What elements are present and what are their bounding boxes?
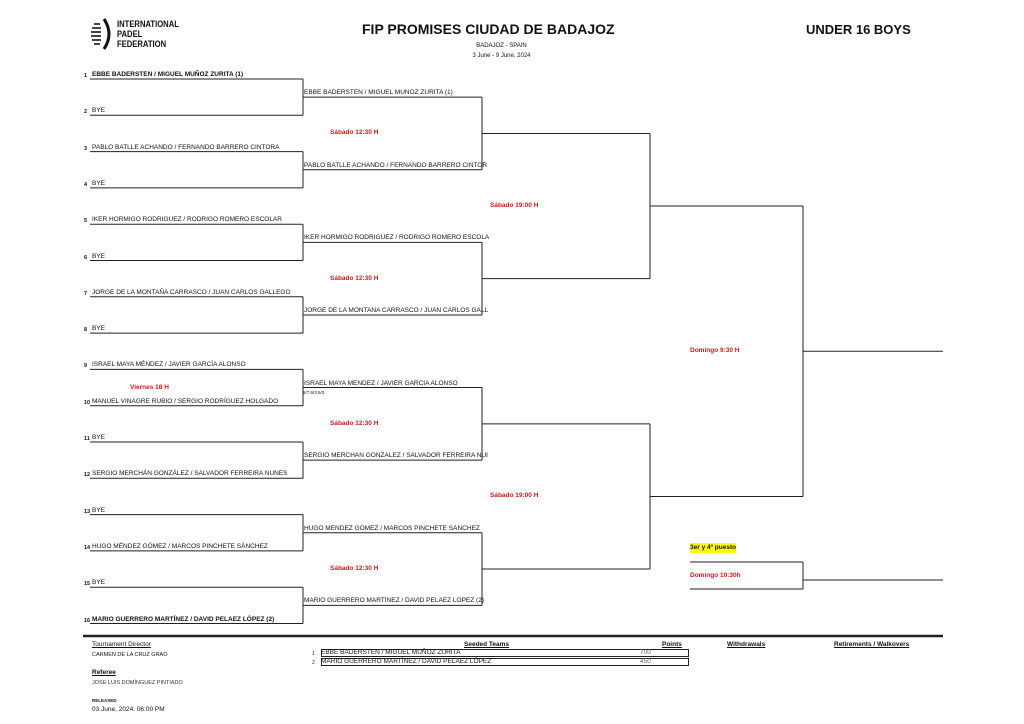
seeded-team: MARIO GUERRERO MARTÍNEZ / DAVID PELAEZ L… xyxy=(321,658,492,665)
round1-team: EBBE BADERSTEN / MIGUEL MUÑOZ ZURITA (1) xyxy=(92,71,244,78)
seed-number: 2 xyxy=(84,109,88,116)
seeded-points: 450 xyxy=(640,658,651,665)
seeded-row xyxy=(321,658,689,666)
round1-team: JORGE DE LA MONTAÑA CARRASCO / JUAN CARL… xyxy=(92,288,291,296)
round1-team: BYE xyxy=(92,434,106,441)
seed-number: 1 xyxy=(84,73,88,79)
seed-number: 11 xyxy=(84,436,90,442)
round1-team: PABLO BATLLE ACHANDO / FERNANDO BARRERO … xyxy=(92,143,280,151)
round2-team: ISRAEL MAYA MÉNDEZ / JAVIER GARCÍA ALONS… xyxy=(304,379,458,387)
third-place-time: Domingo 10:30h xyxy=(690,572,741,579)
match-time: Sábado 12:30 H xyxy=(330,565,379,573)
director-name: CARMEN DE LA CRUZ GRAO xyxy=(92,652,168,658)
seed-number: 10 xyxy=(84,399,91,406)
seed-number: 4 xyxy=(84,181,88,188)
match-time: Sábado 12:30 H xyxy=(330,129,379,137)
seed-number: 12 xyxy=(84,472,91,479)
round2-team: MARIO GUERRERO MARTÍNEZ / DAVID PELAEZ L… xyxy=(304,597,484,605)
seed-number: 9 xyxy=(84,363,88,370)
seed-number: 16 xyxy=(84,617,91,624)
org-line3: FEDERATION xyxy=(117,39,167,49)
round1-team: ISRAEL MAYA MÉNDEZ / JAVIER GARCÍA ALONS… xyxy=(92,361,246,369)
match-time: Sábado 12:30 H xyxy=(330,419,379,427)
seed-number: 13 xyxy=(84,508,91,515)
round2-team: HUGO MÉNDEZ GÓMEZ / MARCOS PINCHETE SÁNC… xyxy=(304,524,480,532)
tournament-dates: 3 June - 9 June, 2024 xyxy=(472,53,531,59)
round1-team: BYE xyxy=(92,252,106,260)
seed-number: 5 xyxy=(84,218,88,225)
draw-category: UNDER 16 BOYS xyxy=(806,22,911,37)
released-date: 03 June, 2024. 06:00 PM xyxy=(92,706,165,713)
seed-number: 6 xyxy=(84,254,88,261)
director-label: Tournament Director xyxy=(92,641,151,648)
seed-number: 15 xyxy=(84,581,91,588)
points-label: Points xyxy=(662,641,682,648)
round1-team: MARIO GUERRERO MARTÍNEZ / DAVID PELAEZ L… xyxy=(92,615,275,623)
round1-team: BYE xyxy=(92,107,106,115)
round2-team: PABLO BATLLE ACHANDO / FERNANDO BARRERO … xyxy=(304,161,488,169)
seeded-label: Seeded Teams xyxy=(464,641,510,648)
org-line1: INTERNATIONAL xyxy=(117,19,179,29)
round1-team: BYE xyxy=(92,579,106,587)
round1-team: BYE xyxy=(92,506,106,514)
fip-logo-text: INTERNATIONAL PADEL FEDERATION xyxy=(117,19,179,49)
referee-label: Referee xyxy=(92,669,116,676)
round1-team: MANUEL VINAGRE RUBIO / SERGIO RODRÍGUEZ … xyxy=(92,397,279,405)
seed-number: 3 xyxy=(84,145,88,152)
round2-team: JORGE DE LA MONTAÑA CARRASCO / JUAN CARL… xyxy=(304,306,489,314)
match-time: Sábado 19:00 H xyxy=(490,492,539,500)
seeded-team: EBBE BADERSTEN / MIGUEL MUÑOZ ZURITA xyxy=(321,649,461,656)
org-line2: PADEL xyxy=(117,29,143,39)
match-time: Sábado 12:30 H xyxy=(330,274,379,282)
seed-number: 1 xyxy=(312,651,315,657)
tournament-title: FIP PROMISES CIUDAD DE BADAJOZ xyxy=(362,21,615,37)
round2-team: SERGIO MERCHÁN GONZÁLEZ / SALVADOR FERRE… xyxy=(304,452,488,460)
round1-team: BYE xyxy=(92,179,106,187)
fip-logo-icon xyxy=(91,18,111,50)
seed-number: 14 xyxy=(84,544,91,551)
round1-team: SERGIO MERCHÁN GONZÁLEZ / SALVADOR FERRE… xyxy=(92,470,288,478)
seeded-points: 700 xyxy=(640,649,651,656)
referee-name: JOSE LUIS DOMÍNGUEZ PINTIADO xyxy=(92,680,183,686)
seed-number: 2 xyxy=(312,660,315,666)
match-time: Sábado 19:00 H xyxy=(490,202,539,210)
released-label: RELEASED xyxy=(92,698,117,703)
fip-logo xyxy=(88,17,112,56)
round1-team: HUGO MÉNDEZ GÓMEZ / MARCOS PINCHETE SÁNC… xyxy=(92,542,268,550)
final-time: Domingo 9:30 H xyxy=(690,347,740,355)
withdrawals-label: Withdrawals xyxy=(727,641,766,648)
match-time: Viernes 18 H xyxy=(130,383,169,391)
seed-number: 7 xyxy=(84,290,88,297)
round1-team: BYE xyxy=(92,325,106,333)
round2-team: EBBE BADERSTEN / MIGUEL MUÑOZ ZURITA (1) xyxy=(304,89,453,97)
round1-team: IKER HORMIGO RODRIGUEZ / RODRIGO ROMERO … xyxy=(92,216,282,224)
tournament-location: BADAJOZ - SPAIN xyxy=(476,43,527,49)
seeded-row xyxy=(321,649,689,657)
match-score: 6/7;6/3;6/3 xyxy=(303,389,325,395)
round2-team: IKER HORMIGO RODRIGUEZ / RODRIGO ROMERO … xyxy=(304,234,490,242)
retirements-label: Retirements / Walkovers xyxy=(834,641,910,648)
third-place-label: 3er y 4º puesto xyxy=(690,543,737,553)
seed-number: 8 xyxy=(84,327,88,334)
